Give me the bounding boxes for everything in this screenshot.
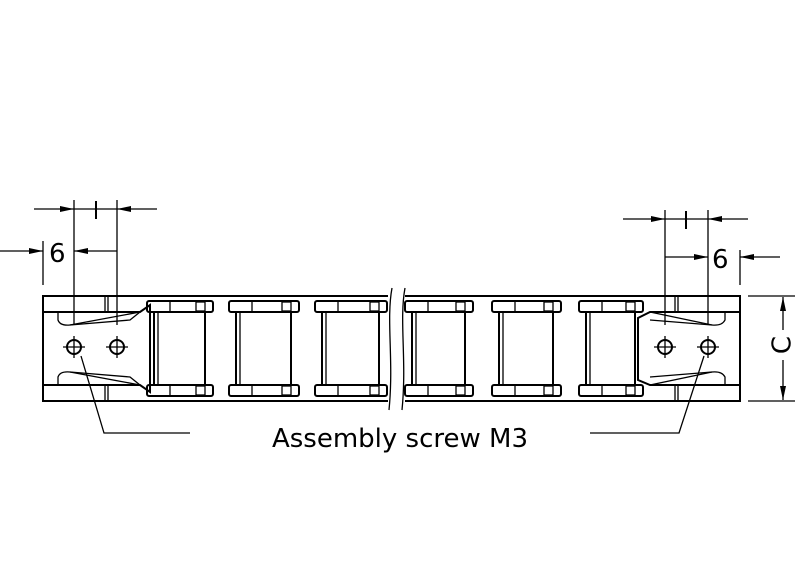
assembly-screw-label: Assembly screw M3	[272, 424, 528, 454]
left-pitch-label: 6	[49, 239, 66, 269]
annotation-leaders	[80, 355, 705, 434]
left-end-bracket	[43, 296, 151, 401]
right-dimension: 6	[623, 210, 780, 325]
right-end-bracket	[637, 296, 740, 401]
left-dimension: 6	[0, 200, 157, 325]
screw-hole-icon	[697, 336, 719, 358]
screw-hole-icon	[63, 336, 85, 358]
chain-link	[404, 300, 474, 397]
height-dimension: C	[748, 295, 798, 402]
screw-hole-icon	[654, 336, 676, 358]
chain-link	[491, 300, 562, 397]
height-label: C	[768, 336, 798, 354]
chain-outline	[42, 287, 741, 411]
screw-hole-icon	[106, 336, 128, 358]
chain-link	[146, 300, 214, 397]
screw-holes	[63, 336, 719, 358]
chain-link	[314, 300, 388, 397]
chain-links	[146, 300, 644, 397]
chain-link	[578, 300, 644, 397]
right-pitch-label: 6	[712, 245, 729, 275]
chain-link	[228, 300, 300, 397]
